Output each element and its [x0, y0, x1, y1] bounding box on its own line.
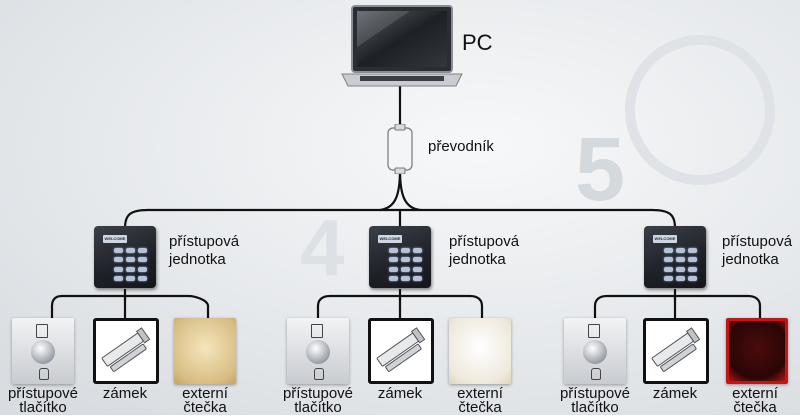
lock-3 — [643, 318, 709, 384]
access-unit-2-label-line1: přístupová — [449, 233, 520, 250]
lock-1 — [93, 318, 159, 384]
laptop-icon — [340, 2, 464, 90]
access-unit-1-label-line2: jednotka — [169, 251, 226, 268]
access-unit-1: WELCOME — [94, 226, 156, 288]
access-unit-3-label-line1: přístupová — [722, 233, 793, 250]
lock-2-label: zámek — [377, 385, 423, 402]
svg-text:5: 5 — [575, 120, 625, 220]
button-2-label-line1: přístupové — [282, 385, 354, 402]
button-1-label-line2: tlačítko — [19, 399, 67, 416]
push-button-icon — [306, 340, 330, 364]
access-unit-3: WELCOME — [644, 226, 706, 288]
reader-1-label-line1: externí — [182, 385, 228, 402]
unit-screen: WELCOME — [653, 235, 677, 243]
access-unit-2-label-line2: jednotka — [449, 251, 506, 268]
svg-text:4: 4 — [300, 203, 345, 292]
button-2-label-line2: tlačítko — [294, 399, 342, 416]
reader-1-label-line2: čtečka — [183, 399, 227, 416]
exit-button-2 — [287, 318, 349, 384]
button-3-label-line2: tlačítko — [571, 399, 619, 416]
reader-3-label-line1: externí — [732, 385, 778, 402]
magnetic-lock-icon — [376, 327, 426, 372]
magnetic-lock-icon — [651, 327, 701, 372]
pc-label: PC — [462, 30, 493, 55]
door-icon — [311, 324, 323, 338]
reader-2-label-line2: čtečka — [458, 399, 502, 416]
access-unit-2: WELCOME — [369, 226, 431, 288]
access-unit-3-label-line2: jednotka — [722, 251, 779, 268]
converter-label: převodník — [428, 138, 494, 155]
keypad — [114, 248, 150, 282]
keypad — [664, 248, 700, 282]
door-icon — [588, 324, 600, 338]
exit-button-1 — [12, 318, 74, 384]
unit-screen: WELCOME — [103, 235, 127, 243]
external-reader-1 — [174, 318, 236, 384]
unit-screen: WELCOME — [378, 235, 402, 243]
hand-icon — [591, 368, 601, 380]
button-3-label-line1: přístupové — [559, 385, 631, 402]
lock-1-label: zámek — [102, 385, 148, 402]
hand-icon — [39, 368, 49, 380]
lock-2 — [368, 318, 434, 384]
external-reader-2 — [449, 318, 511, 384]
push-button-icon — [583, 340, 607, 364]
keypad — [389, 248, 425, 282]
magnetic-lock-icon — [101, 327, 151, 372]
exit-button-3 — [564, 318, 626, 384]
reader-3-label-line2: čtečka — [733, 399, 777, 416]
external-reader-3 — [726, 318, 788, 384]
door-icon — [36, 324, 48, 338]
access-unit-1-label-line1: přístupová — [169, 233, 240, 250]
converter-icon — [385, 123, 415, 175]
push-button-icon — [31, 340, 55, 364]
hand-icon — [314, 368, 324, 380]
button-1-label-line1: přístupové — [7, 385, 79, 402]
reader-2-label-line1: externí — [457, 385, 503, 402]
lock-3-label: zámek — [652, 385, 698, 402]
